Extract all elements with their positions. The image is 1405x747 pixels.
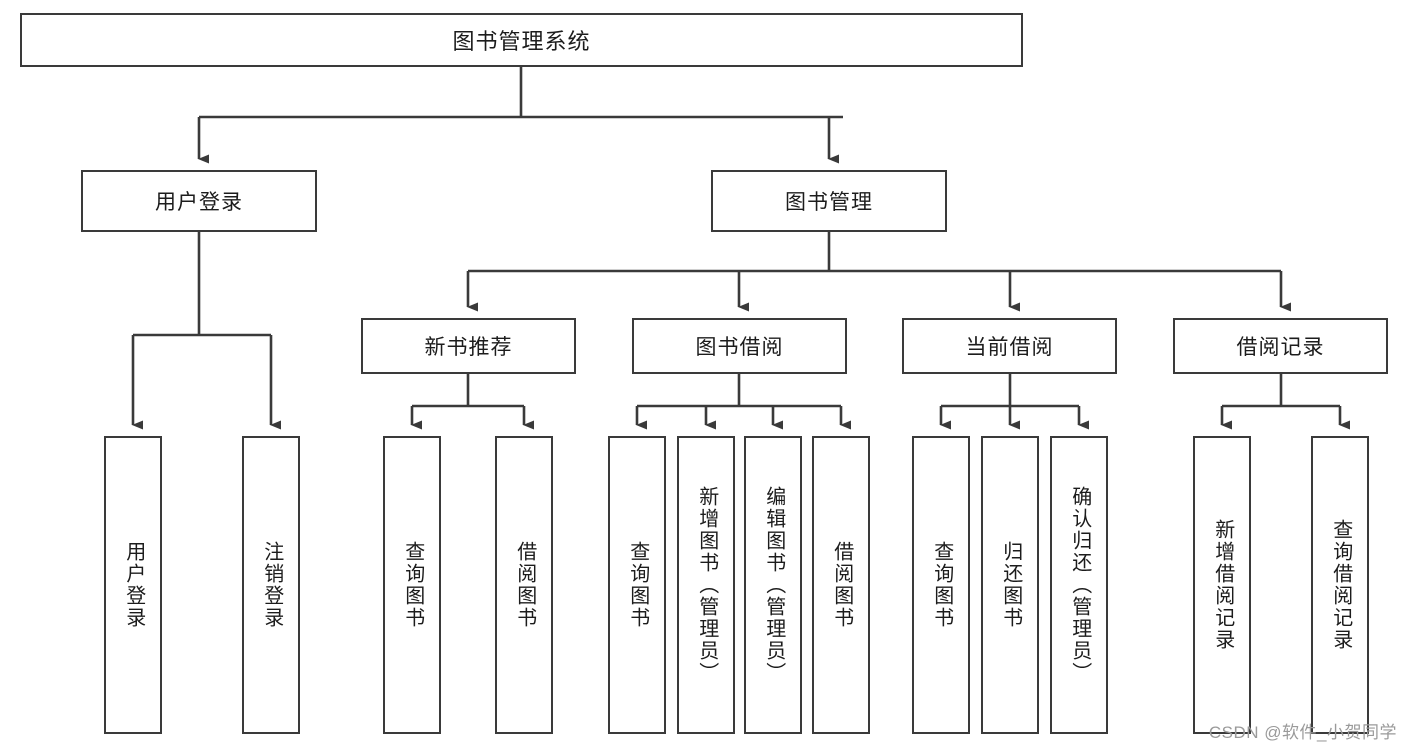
node-user-login-label: 用户登录 — [155, 191, 243, 214]
leaf-newbook-query-book[interactable]: 查询图书 — [383, 436, 441, 734]
leaf-current-return-book[interactable]: 归还图书 — [981, 436, 1039, 734]
node-book-management-label: 图书管理 — [785, 191, 873, 214]
leaf-borrow-query-book-label: 查询图书 — [626, 541, 649, 629]
leaf-user-login-label: 用户登录 — [122, 541, 145, 629]
leaf-newbook-borrow-book-label: 借阅图书 — [513, 541, 536, 629]
leaf-newbook-query-book-label: 查询图书 — [401, 541, 424, 629]
node-borrow-record[interactable]: 借阅记录 — [1173, 318, 1388, 374]
node-root-label: 图书管理系统 — [452, 29, 591, 54]
leaf-borrow-add-book-admin-label: 新增图书（管理员） — [695, 486, 718, 684]
leaf-borrow-borrow-book-label: 借阅图书 — [830, 541, 853, 629]
node-user-login[interactable]: 用户登录 — [81, 170, 317, 232]
leaf-current-confirm-return-admin-label: 确认归还（管理员） — [1068, 486, 1091, 684]
leaf-borrow-add-book-admin[interactable]: 新增图书（管理员） — [677, 436, 735, 734]
leaf-user-login[interactable]: 用户登录 — [104, 436, 162, 734]
node-root[interactable]: 图书管理系统 — [20, 13, 1023, 67]
node-current-borrow-label: 当前借阅 — [965, 336, 1054, 359]
leaf-newbook-borrow-book[interactable]: 借阅图书 — [495, 436, 553, 734]
leaf-record-query-label: 查询借阅记录 — [1329, 519, 1352, 651]
leaf-borrow-edit-book-admin[interactable]: 编辑图书（管理员） — [744, 436, 802, 734]
node-book-borrow-label: 图书借阅 — [695, 336, 784, 359]
leaf-borrow-edit-book-admin-label: 编辑图书（管理员） — [762, 486, 785, 684]
node-book-management[interactable]: 图书管理 — [711, 170, 947, 232]
leaf-current-query-book-label: 查询图书 — [930, 541, 953, 629]
watermark: CSDN @软件_小贺同学 — [1208, 723, 1397, 742]
leaf-current-query-book[interactable]: 查询图书 — [912, 436, 970, 734]
node-new-book-recommend[interactable]: 新书推荐 — [361, 318, 576, 374]
leaf-record-query[interactable]: 查询借阅记录 — [1311, 436, 1369, 734]
leaf-borrow-query-book[interactable]: 查询图书 — [608, 436, 666, 734]
node-new-book-recommend-label: 新书推荐 — [424, 336, 513, 359]
leaf-logout[interactable]: 注销登录 — [242, 436, 300, 734]
leaf-record-add[interactable]: 新增借阅记录 — [1193, 436, 1251, 734]
leaf-logout-label: 注销登录 — [260, 541, 283, 629]
node-current-borrow[interactable]: 当前借阅 — [902, 318, 1117, 374]
leaf-current-return-book-label: 归还图书 — [999, 541, 1022, 629]
node-borrow-record-label: 借阅记录 — [1236, 336, 1325, 359]
leaf-current-confirm-return-admin[interactable]: 确认归还（管理员） — [1050, 436, 1108, 734]
leaf-record-add-label: 新增借阅记录 — [1211, 519, 1234, 651]
node-book-borrow[interactable]: 图书借阅 — [632, 318, 847, 374]
leaf-borrow-borrow-book[interactable]: 借阅图书 — [812, 436, 870, 734]
